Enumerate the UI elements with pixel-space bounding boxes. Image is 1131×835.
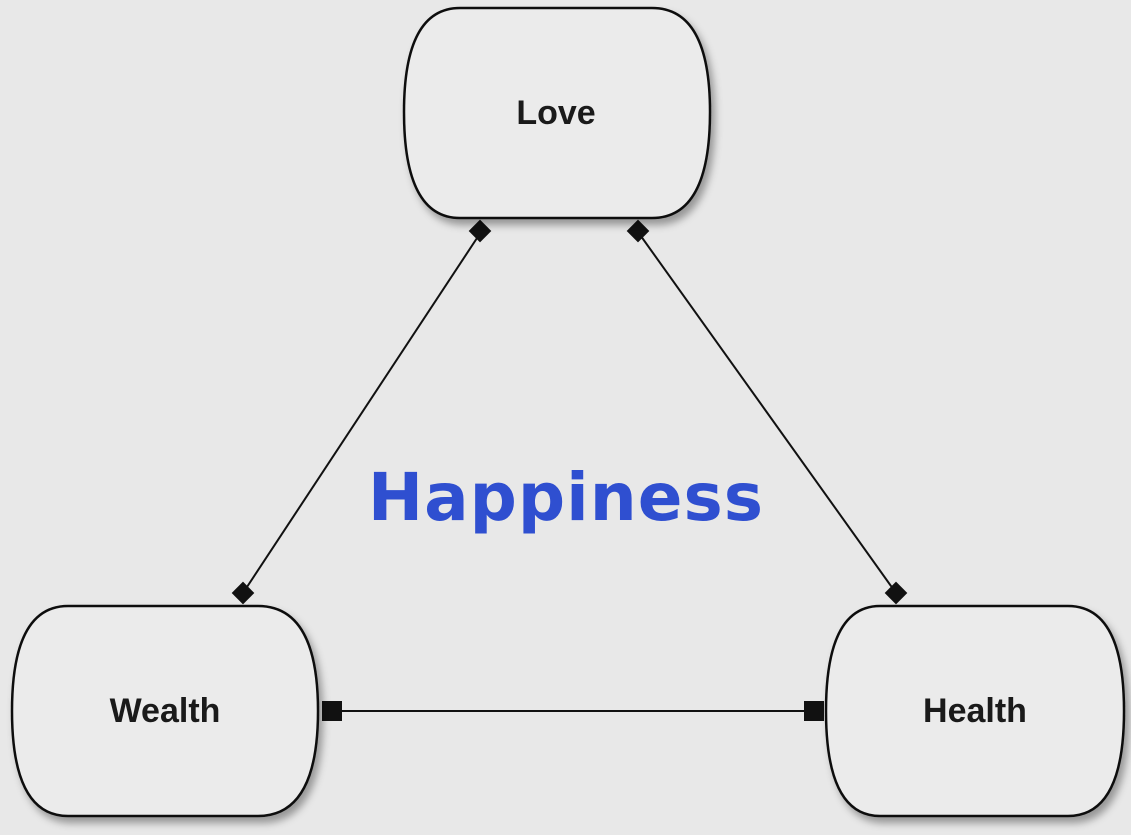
connector-love-wealth [242,231,482,594]
square-marker [804,701,824,721]
diamond-marker [468,219,492,243]
node-love: Love [402,6,712,220]
diamond-marker [884,581,908,605]
node-health-label: Health [923,692,1027,730]
node-health: Health [824,604,1126,818]
connector-love-health [637,231,897,594]
diamond-marker [626,219,650,243]
square-marker [322,701,342,721]
diamond-marker [231,581,255,605]
node-wealth-label: Wealth [110,692,221,730]
center-label-happiness: Happiness [368,459,764,536]
node-wealth: Wealth [10,604,320,818]
node-love-label: Love [516,94,595,132]
